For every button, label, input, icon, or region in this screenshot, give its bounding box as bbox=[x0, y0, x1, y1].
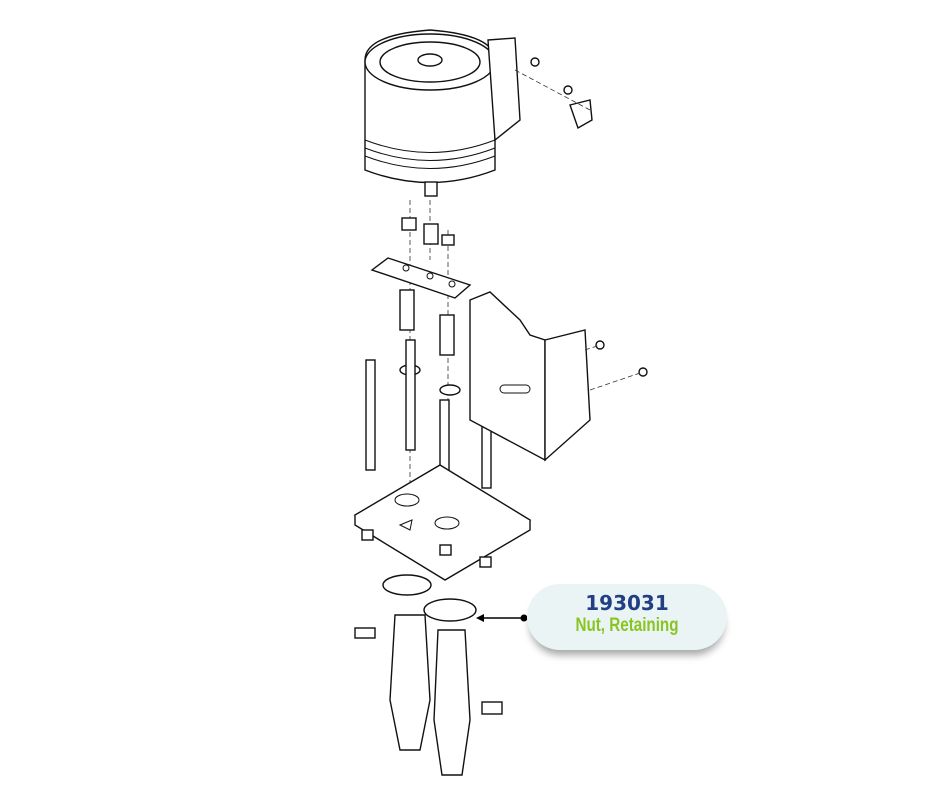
motor-assembly bbox=[364, 29, 593, 197]
mounting-bracket bbox=[469, 291, 648, 462]
rods-and-fittings bbox=[365, 289, 492, 501]
top-plate-assembly bbox=[370, 200, 472, 560]
pump-assembly bbox=[354, 574, 503, 776]
part-number: 193031 bbox=[585, 591, 669, 615]
part-callout: 193031 Nut, Retaining bbox=[527, 584, 727, 650]
callout-leader bbox=[476, 614, 528, 622]
base-plate bbox=[353, 464, 532, 581]
part-description: Nut, Retaining bbox=[575, 615, 679, 636]
